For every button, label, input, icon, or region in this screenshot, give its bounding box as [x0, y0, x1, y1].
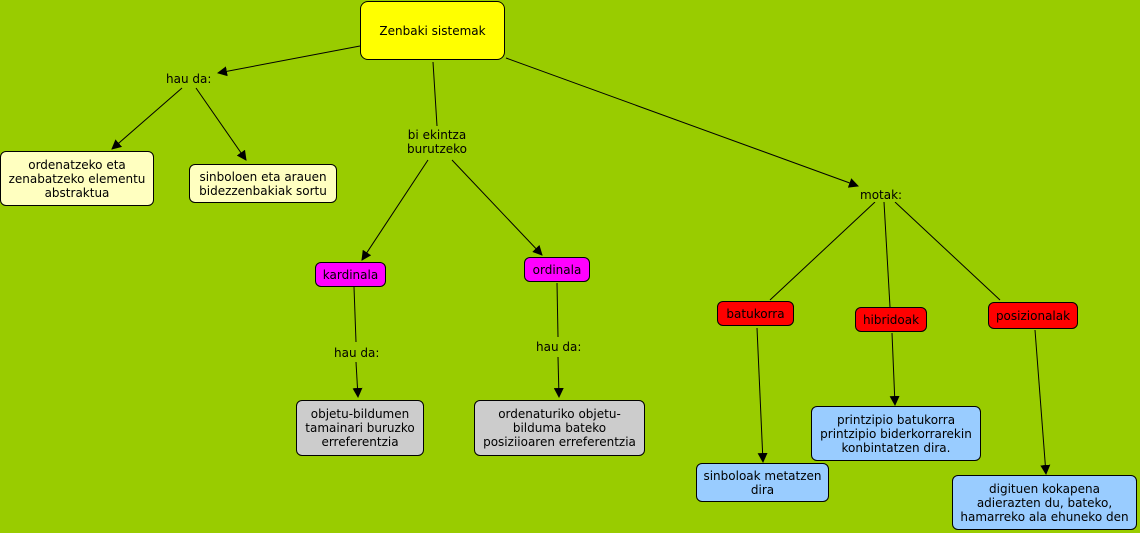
line-posizionalak-def: [1034, 329, 1051, 475]
line-haud1-def2: [195, 87, 247, 161]
link-label-hau-da-3: hau da:: [536, 340, 582, 354]
node-batukorra-definition[interactable]: sinboloak metatzen dira: [696, 463, 829, 502]
line-kardinala-haud2: [353, 286, 357, 343]
line-ordinala-haud3: [556, 282, 559, 338]
node-kardinala-definition[interactable]: objetu-bildumen tamainari buruzko errefe…: [296, 400, 424, 456]
link-label-hau-da-1: hau da:: [166, 72, 212, 86]
node-ordinala-definition[interactable]: ordenaturiko objetu-bilduma bateko posiz…: [474, 400, 645, 456]
line-haud3-ordinaladef: [553, 356, 564, 398]
line-root-haud1: [217, 45, 361, 77]
line-root-biekintza: [432, 61, 438, 127]
link-label-hau-da-2: hau da:: [334, 346, 380, 360]
line-haud2-kardinaladef: [352, 361, 363, 398]
node-hibridoak-definition[interactable]: printzipio batukorra printzipio biderkor…: [811, 406, 981, 461]
line-hibridoak-def: [889, 332, 900, 406]
line-root-motak: [505, 57, 859, 188]
line-batukorra-def: [756, 327, 768, 463]
line-biekintza-ordinala: [451, 159, 543, 256]
node-root[interactable]: Zenbaki sistemak: [360, 1, 505, 60]
line-biekintza-kardinala: [361, 159, 429, 261]
node-kardinala[interactable]: kardinala: [315, 262, 386, 287]
node-posizionalak-definition[interactable]: digituen kokapena adierazten du, bateko,…: [952, 475, 1137, 530]
node-ordinala[interactable]: ordinala: [524, 257, 590, 282]
node-batukorra[interactable]: batukorra: [717, 301, 794, 326]
link-label-bi-ekintza: bi ekintza burutzeko: [402, 128, 472, 156]
node-posizionalak[interactable]: posizionalak: [988, 302, 1078, 329]
line-motak-batukorra: [769, 201, 876, 301]
line-haud1-def1: [111, 87, 183, 150]
link-label-motak: motak:: [860, 188, 903, 202]
line-motak-posizionalak: [894, 201, 1001, 301]
node-definition-2[interactable]: sinboloen eta arauen bidezzenbakiak sort…: [189, 164, 337, 203]
node-definition-1[interactable]: ordenatzeko eta zenabatzeko elementu abs…: [0, 151, 154, 206]
line-motak-hibridoak: [883, 201, 891, 308]
node-hibridoak[interactable]: hibridoak: [855, 307, 927, 332]
